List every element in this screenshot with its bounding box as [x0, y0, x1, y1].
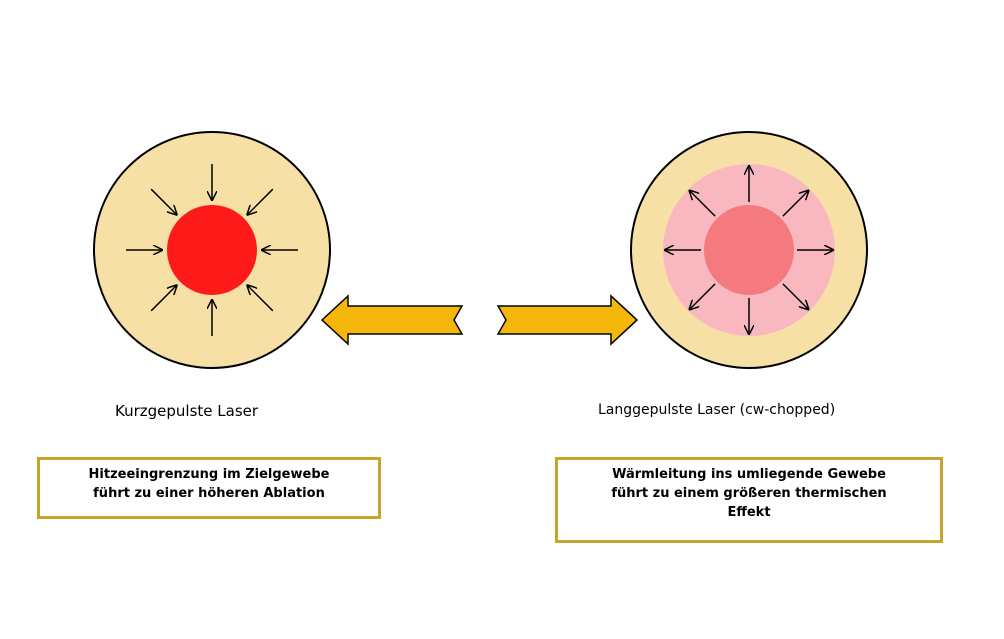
right-explanation-box: Wärmleitung ins umliegende Gewebe führt …	[555, 457, 943, 543]
right-box-line-2: führt zu einem größeren thermischen	[611, 486, 887, 501]
right-box-line-3: Effekt	[727, 505, 771, 520]
short-pulse-laser-graphic	[93, 131, 331, 369]
inward-arrow	[247, 188, 274, 214]
left-box-line-2: führt zu einer höheren Ablation	[93, 486, 325, 501]
left-box-line-1: Hitzeeingrenzung im Zielgewebe	[88, 467, 330, 482]
left-core-circle	[167, 205, 257, 295]
inward-arrow	[247, 285, 274, 312]
left-explanation-box: Hitzeeingrenzung im Zielgewebe führt zu …	[37, 457, 381, 519]
outward-arrow	[690, 283, 716, 310]
right-caption: Langgepulste Laser (cw-chopped)	[598, 402, 836, 418]
outward-arrow	[690, 191, 716, 217]
right-box-line-1: Wärmleitung ins umliegende Gewebe	[612, 467, 886, 482]
inward-arrow	[150, 188, 176, 214]
long-pulse-laser-graphic	[630, 131, 868, 369]
left-caption: Kurzgepulste Laser	[115, 402, 259, 420]
arrow-inward-icon	[126, 164, 298, 336]
left-block-arrow-icon	[320, 294, 464, 346]
arrow-outward-icon	[665, 166, 833, 334]
outward-arrow	[782, 283, 809, 310]
outward-arrow	[782, 191, 809, 217]
right-block-arrow-icon	[496, 294, 639, 346]
right-core-circle	[704, 205, 794, 295]
inward-arrow	[150, 285, 176, 312]
